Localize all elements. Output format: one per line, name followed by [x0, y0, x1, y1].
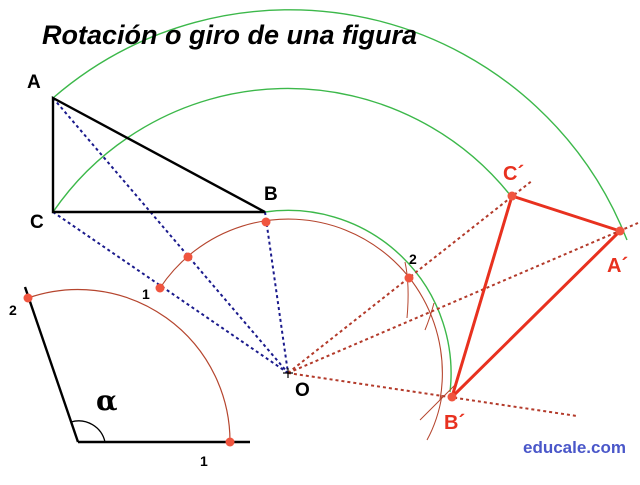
angle-measure-arc — [27, 288, 231, 443]
arc-mark-2-label: 2 — [409, 251, 417, 267]
angle-arm-2 — [23, 286, 80, 443]
ray-O-Aprime — [287, 222, 639, 374]
angle-arc-mark — [70, 420, 106, 443]
orbit-arc-A — [52, 9, 628, 241]
label-C: C — [30, 212, 44, 233]
center-O-marker — [283, 368, 293, 378]
label-C-prime: C´ — [503, 163, 525, 185]
cross-mark-4 — [419, 384, 456, 421]
ray-O-Bprime — [287, 372, 578, 417]
cross-mark-2 — [404, 261, 409, 319]
page-title: Rotación o giro de una figura — [42, 20, 418, 50]
construction-points — [23, 191, 625, 447]
cross-mark-3 — [424, 302, 435, 331]
brand-watermark: educale.com — [523, 438, 626, 457]
orbit-arc-C — [52, 87, 515, 213]
orbit-arc-B — [264, 209, 452, 393]
angle-mark-2-label: 2 — [9, 302, 17, 318]
line-A-O — [52, 97, 289, 374]
ray-O-Cprime — [287, 179, 534, 374]
transfer-arc — [159, 218, 443, 401]
angle-alpha-label: α — [96, 384, 118, 417]
label-B: B — [264, 184, 278, 205]
label-O: O — [295, 380, 310, 401]
arc-mark-1-label: 1 — [142, 286, 150, 302]
label-B-prime: B´ — [444, 412, 466, 434]
angle-mark-1-label: 1 — [200, 453, 208, 469]
label-A-prime: A´ — [607, 255, 629, 277]
rotated-triangle — [450, 194, 623, 399]
label-A: A — [27, 72, 41, 93]
cross-mark-5 — [426, 394, 443, 441]
original-triangle — [51, 95, 266, 214]
